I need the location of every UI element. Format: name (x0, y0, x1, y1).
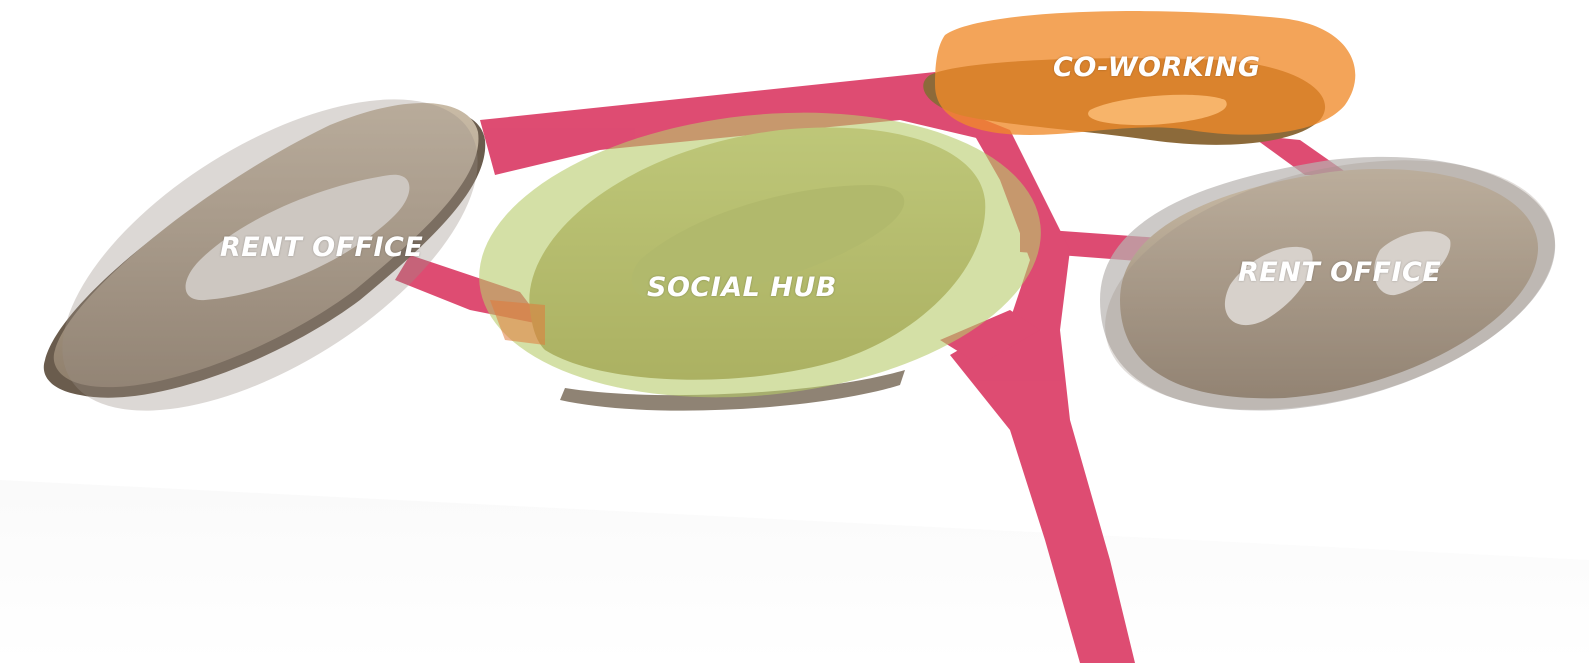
rent-office-right-label: RENT OFFICE (1238, 257, 1441, 288)
rent-office-left-label: RENT OFFICE (220, 232, 423, 263)
ground-plane (0, 480, 1589, 663)
co-working-label: CO-WORKING (1053, 52, 1261, 83)
social-hub-label: SOCIAL HUB (647, 272, 837, 303)
